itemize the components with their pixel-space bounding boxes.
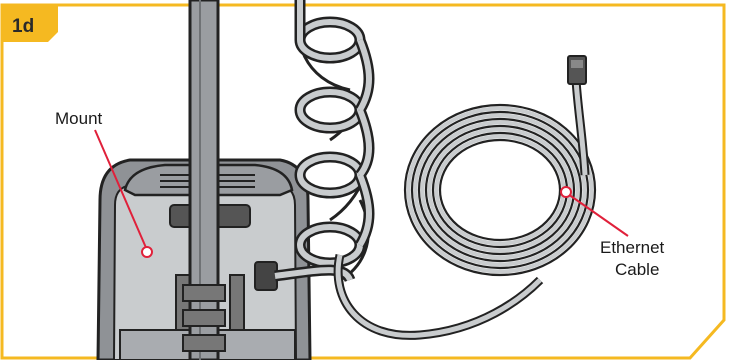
callout-ethernet-line1: Ethernet: [600, 238, 665, 257]
step-badge-label: 1d: [12, 16, 34, 37]
ethernet-connector: [568, 56, 586, 84]
callout-ethernet-line2: Cable: [615, 260, 659, 279]
callout-ethernet-dot: [561, 187, 571, 197]
step-badge: 1d: [2, 5, 58, 42]
callout-mount-dot: [142, 247, 152, 257]
callout-mount-label: Mount: [55, 109, 103, 128]
mast-pole: [183, 0, 225, 360]
